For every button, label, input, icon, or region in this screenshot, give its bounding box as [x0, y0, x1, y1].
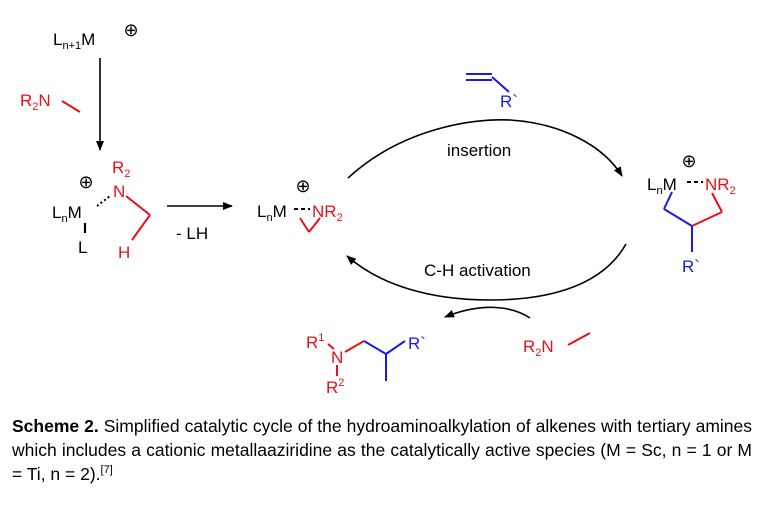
svg-text:H: H — [118, 243, 130, 262]
cation-charge-icon: ⊕ — [681, 151, 696, 171]
svg-text:N: N — [113, 182, 125, 201]
svg-text:L: L — [78, 238, 87, 257]
svg-text:LnM: LnM — [647, 175, 677, 197]
product-release-arrow — [444, 306, 531, 319]
minus-lh-label: - LH — [176, 224, 208, 243]
cation-charge-icon: ⊕ — [295, 176, 310, 196]
ch-activation-label: C-H activation — [424, 261, 531, 280]
catalytic-cycle-scheme: Ln+1M ⊕ R2N ⊕ LnM R2 N L H - LH ⊕ — [20, 20, 736, 397]
caption-reference: [7] — [100, 464, 113, 477]
svg-text:LnM: LnM — [52, 203, 82, 225]
caption-label: Scheme 2. — [12, 416, 99, 436]
svg-text:R`: R` — [500, 92, 518, 111]
svg-text:R`: R` — [408, 334, 426, 353]
svg-text:N: N — [331, 348, 343, 367]
svg-text:R2N: R2N — [523, 337, 554, 359]
amine-left: R2N — [20, 91, 81, 113]
svg-text:LnM: LnM — [257, 202, 287, 224]
amine-right: R2N — [523, 332, 591, 359]
insertion-label: insertion — [447, 141, 511, 160]
svg-text:R1: R1 — [306, 332, 324, 352]
top-metal-complex: Ln+1M ⊕ — [53, 20, 139, 52]
insertion-arrow — [347, 118, 623, 179]
scheme-caption: Scheme 2. Simplified catalytic cycle of … — [12, 414, 752, 486]
ch-activation-arrow — [346, 243, 627, 301]
svg-text:R`: R` — [682, 257, 700, 276]
cation-charge-icon: ⊕ — [78, 172, 93, 192]
svg-text:R2N: R2N — [20, 91, 51, 113]
svg-text:NR2: NR2 — [312, 202, 343, 224]
caption-text: Simplified catalytic cycle of the hydroa… — [12, 416, 753, 484]
cation-charge-icon: ⊕ — [123, 20, 138, 40]
svg-text:Ln+1M: Ln+1M — [53, 30, 95, 52]
svg-text:R2: R2 — [112, 158, 130, 180]
svg-text:NR2: NR2 — [705, 175, 736, 197]
svg-text:R2: R2 — [326, 377, 344, 397]
alkene: R` — [466, 73, 518, 111]
product-amine: R1 N R2 R` — [306, 332, 426, 397]
metallaaziridine: ⊕ LnM NR2 — [257, 176, 343, 233]
metallapyrrolidine: ⊕ LnM NR2 R` — [647, 151, 736, 276]
left-complex: ⊕ LnM R2 N L H — [52, 158, 151, 262]
